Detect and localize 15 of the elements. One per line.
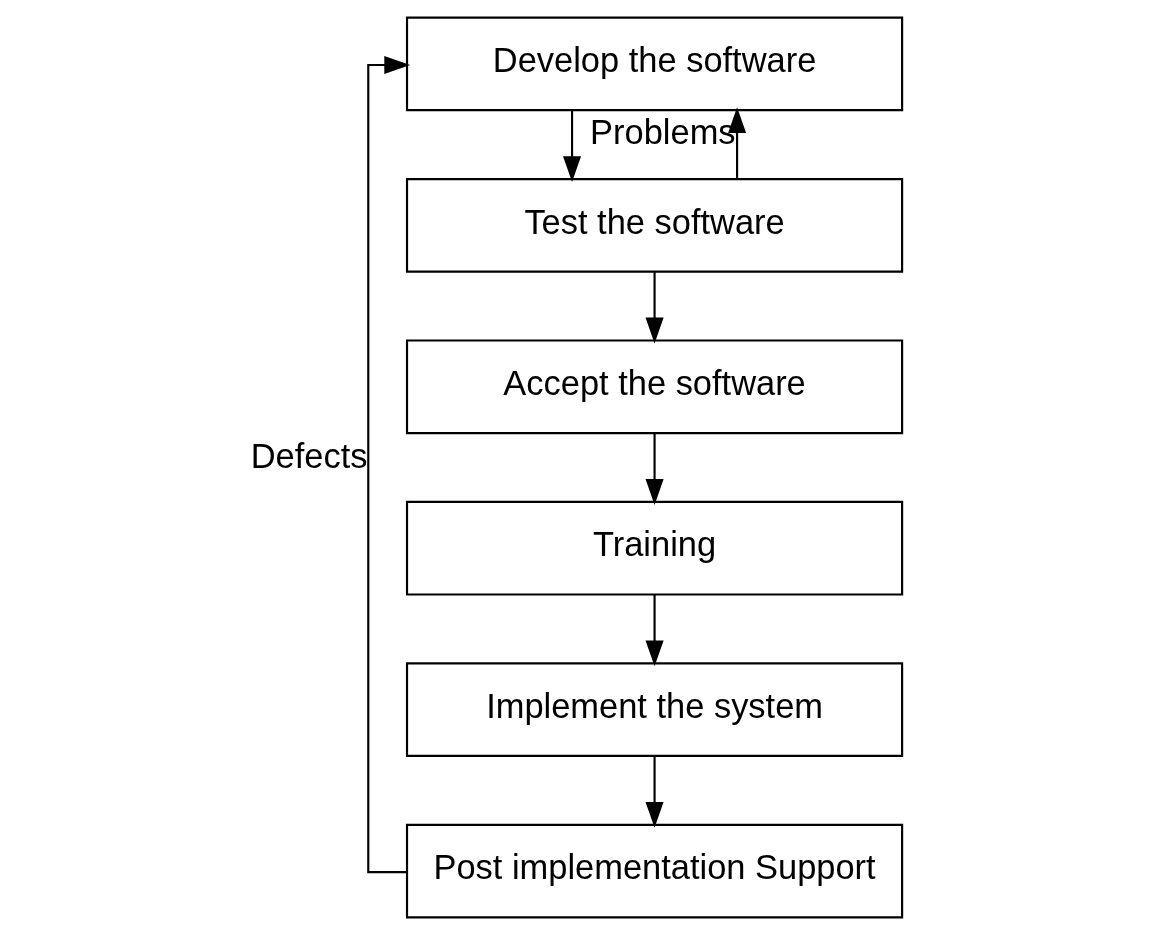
edge-label: Defects	[250, 436, 367, 475]
arrow	[562, 110, 581, 182]
node-box: Develop the software	[405, 16, 903, 111]
node-box: Implement the system	[405, 661, 903, 757]
arrow	[645, 432, 664, 505]
node-box: Training	[405, 500, 903, 596]
node-box: Post implementation Support	[405, 823, 903, 918]
arrow	[645, 594, 664, 666]
arrow	[645, 271, 664, 343]
node-box: Accept the software	[405, 338, 903, 434]
node-box: Test the software	[405, 177, 903, 273]
arrow	[366, 55, 410, 873]
arrow	[727, 106, 746, 179]
edge-label: Problems	[589, 112, 736, 151]
arrow	[645, 755, 664, 828]
